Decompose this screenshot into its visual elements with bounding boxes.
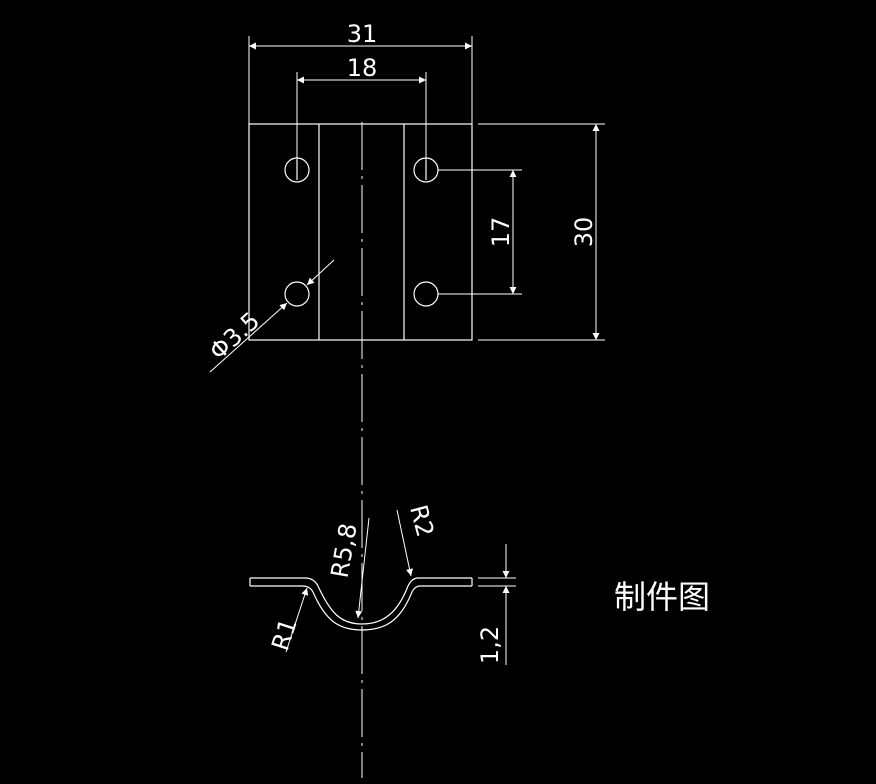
dimension-bend-radius-large xyxy=(355,517,370,619)
dimension-hole-spacing-horizontal xyxy=(296,72,427,160)
dim-label-hole-spacing-vertical: 17 xyxy=(487,217,515,248)
bent-profile-side-view xyxy=(249,577,473,631)
plate-top-view xyxy=(248,123,473,341)
dim-label-hole-spacing-horizontal: 18 xyxy=(347,54,378,82)
dim-label-bend-radius-outer: R2 xyxy=(404,502,439,540)
dim-label-overall-width: 31 xyxy=(347,20,378,48)
hole-bottom-right xyxy=(413,281,439,307)
dimension-thickness xyxy=(478,544,516,665)
drawing-title: 制件图 xyxy=(614,578,710,616)
dim-label-hole-diameter: Φ3.5 xyxy=(204,307,265,366)
dimension-hole-diameter xyxy=(209,259,335,373)
dimension-hole-spacing-vertical xyxy=(438,169,522,295)
dim-label-overall-height: 30 xyxy=(570,217,598,248)
dim-label-bend-radius-inner: R1 xyxy=(266,615,303,654)
hole-bottom-left xyxy=(284,281,310,307)
dimension-bend-radius-outer xyxy=(396,509,413,577)
dimension-bend-radius-inner xyxy=(285,587,309,653)
dimension-overall-width xyxy=(248,36,473,124)
dim-label-thickness: 1,2 xyxy=(476,626,504,664)
dim-label-bend-radius-large: R5,8 xyxy=(326,521,363,580)
dimension-overall-height xyxy=(478,123,605,341)
